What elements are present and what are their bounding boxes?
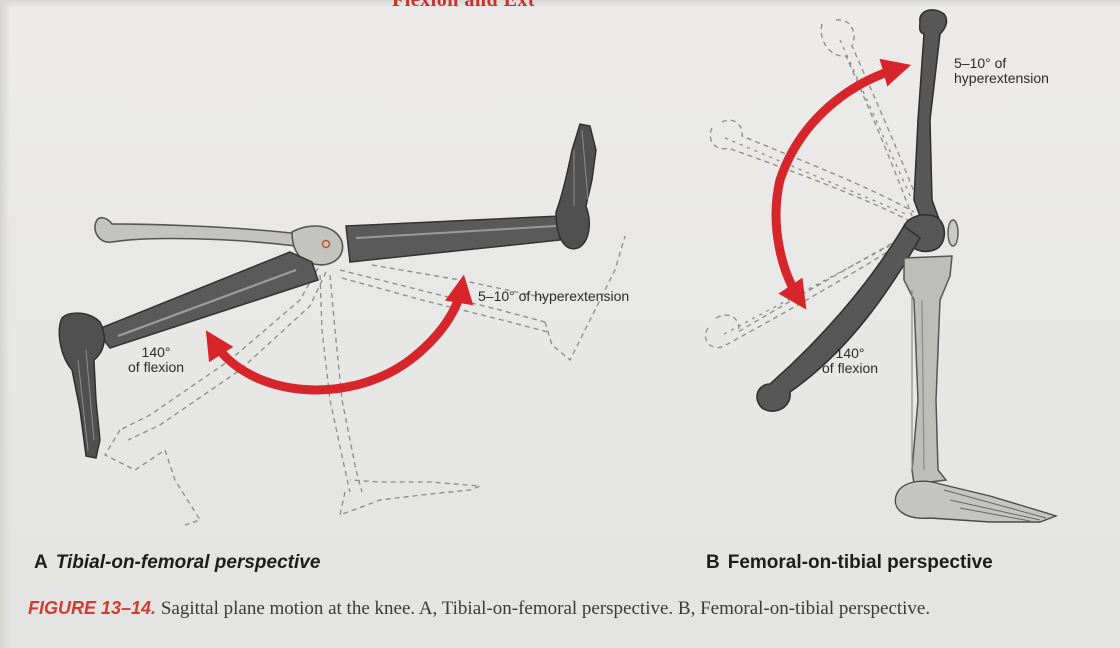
panel-b-title-text: Femoral-on-tibial perspective xyxy=(728,552,993,573)
caption-text: Sagittal plane motion at the knee. A, Ti… xyxy=(156,598,930,619)
panel-b-patella xyxy=(948,220,958,246)
panel-b-title: B Femoral-on-tibial perspective xyxy=(706,552,993,574)
panel-a-letter: A xyxy=(34,552,48,573)
panel-a-extended-leg xyxy=(346,124,596,262)
panel-b-flexion-text: of flexion xyxy=(822,360,878,376)
panel-a-title: A Tibial-on-femoral perspective xyxy=(34,552,320,574)
panel-a-title-text: Tibial-on-femoral perspective xyxy=(56,552,321,573)
panel-a-flexed-leg xyxy=(59,252,318,458)
panel-a-flexion-value: 140° xyxy=(142,344,171,360)
panel-a-flexion-text: of flexion xyxy=(128,359,184,375)
panel-b-hyperextension-label: 5–10° of hyperextension xyxy=(954,56,1049,85)
panel-a-hyperextension-label: 5–10° of hyperextension xyxy=(478,289,629,304)
panel-b-flexion-label: 140° of flexion xyxy=(822,346,878,375)
figure-caption: FIGURE 13–14. Sagittal plane motion at t… xyxy=(28,597,1098,620)
panel-a-femur xyxy=(95,218,343,265)
panel-b-flexion-value: 140° xyxy=(836,345,865,361)
panel-b-hyperextension-text: hyperextension xyxy=(954,70,1049,86)
panel-b-tibia xyxy=(904,256,952,484)
panel-b-vertical-femur xyxy=(914,10,947,222)
figure-label: FIGURE 13–14. xyxy=(28,598,156,618)
panel-b-illustration xyxy=(705,10,1056,522)
panel-b-hyperextension-value: 5–10° of xyxy=(954,55,1006,71)
panel-a-flexion-label: 140° of flexion xyxy=(128,345,184,374)
panel-a-illustration xyxy=(59,124,625,525)
panel-b-letter: B xyxy=(706,552,720,573)
panel-b-foot xyxy=(895,481,1056,522)
